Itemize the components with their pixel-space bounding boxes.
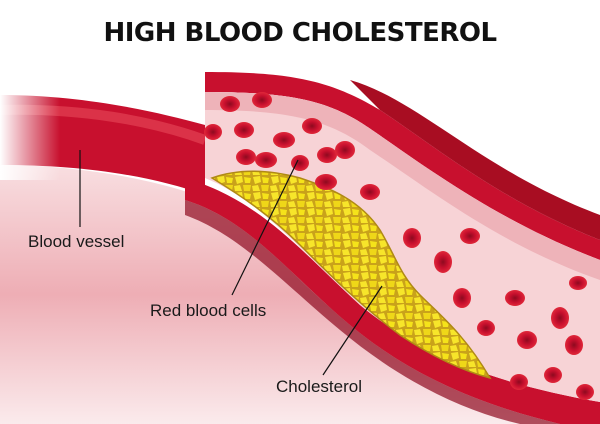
red-blood-cell <box>234 122 254 138</box>
red-blood-cell <box>505 290 525 306</box>
red-blood-cell <box>551 307 569 329</box>
red-blood-cell <box>477 320 495 336</box>
diagram-title: HIGH BLOOD CHOLESTEROL <box>103 18 497 48</box>
red-blood-cell <box>544 367 562 383</box>
red-blood-cell <box>517 331 537 349</box>
red-blood-cell <box>335 141 355 159</box>
red-blood-cell <box>453 288 471 308</box>
red-blood-cell <box>460 228 480 244</box>
red-blood-cell <box>236 149 256 165</box>
leader-line-cholesterol <box>322 285 383 376</box>
red-blood-cell <box>204 124 222 140</box>
red-blood-cell <box>434 251 452 273</box>
label-red-blood-cells: Red blood cells <box>150 301 266 320</box>
red-blood-cell <box>255 152 277 168</box>
red-blood-cell <box>273 132 295 148</box>
red-blood-cell <box>576 384 594 400</box>
red-blood-cell <box>315 174 337 190</box>
red-blood-cells <box>204 92 594 400</box>
red-blood-cell <box>302 118 322 134</box>
red-blood-cell <box>403 228 421 248</box>
red-blood-cell <box>317 147 337 163</box>
label-blood-vessel: Blood vessel <box>28 232 124 251</box>
red-blood-cell <box>510 374 528 390</box>
leader-line-cells <box>231 159 299 296</box>
red-blood-cell <box>220 96 240 112</box>
red-blood-cell <box>569 276 587 290</box>
label-cholesterol: Cholesterol <box>276 377 362 396</box>
red-blood-cell <box>252 92 272 108</box>
red-blood-cell <box>565 335 583 355</box>
red-blood-cell <box>291 155 309 171</box>
red-blood-cell <box>360 184 380 200</box>
cholesterol-plaque <box>210 170 492 380</box>
